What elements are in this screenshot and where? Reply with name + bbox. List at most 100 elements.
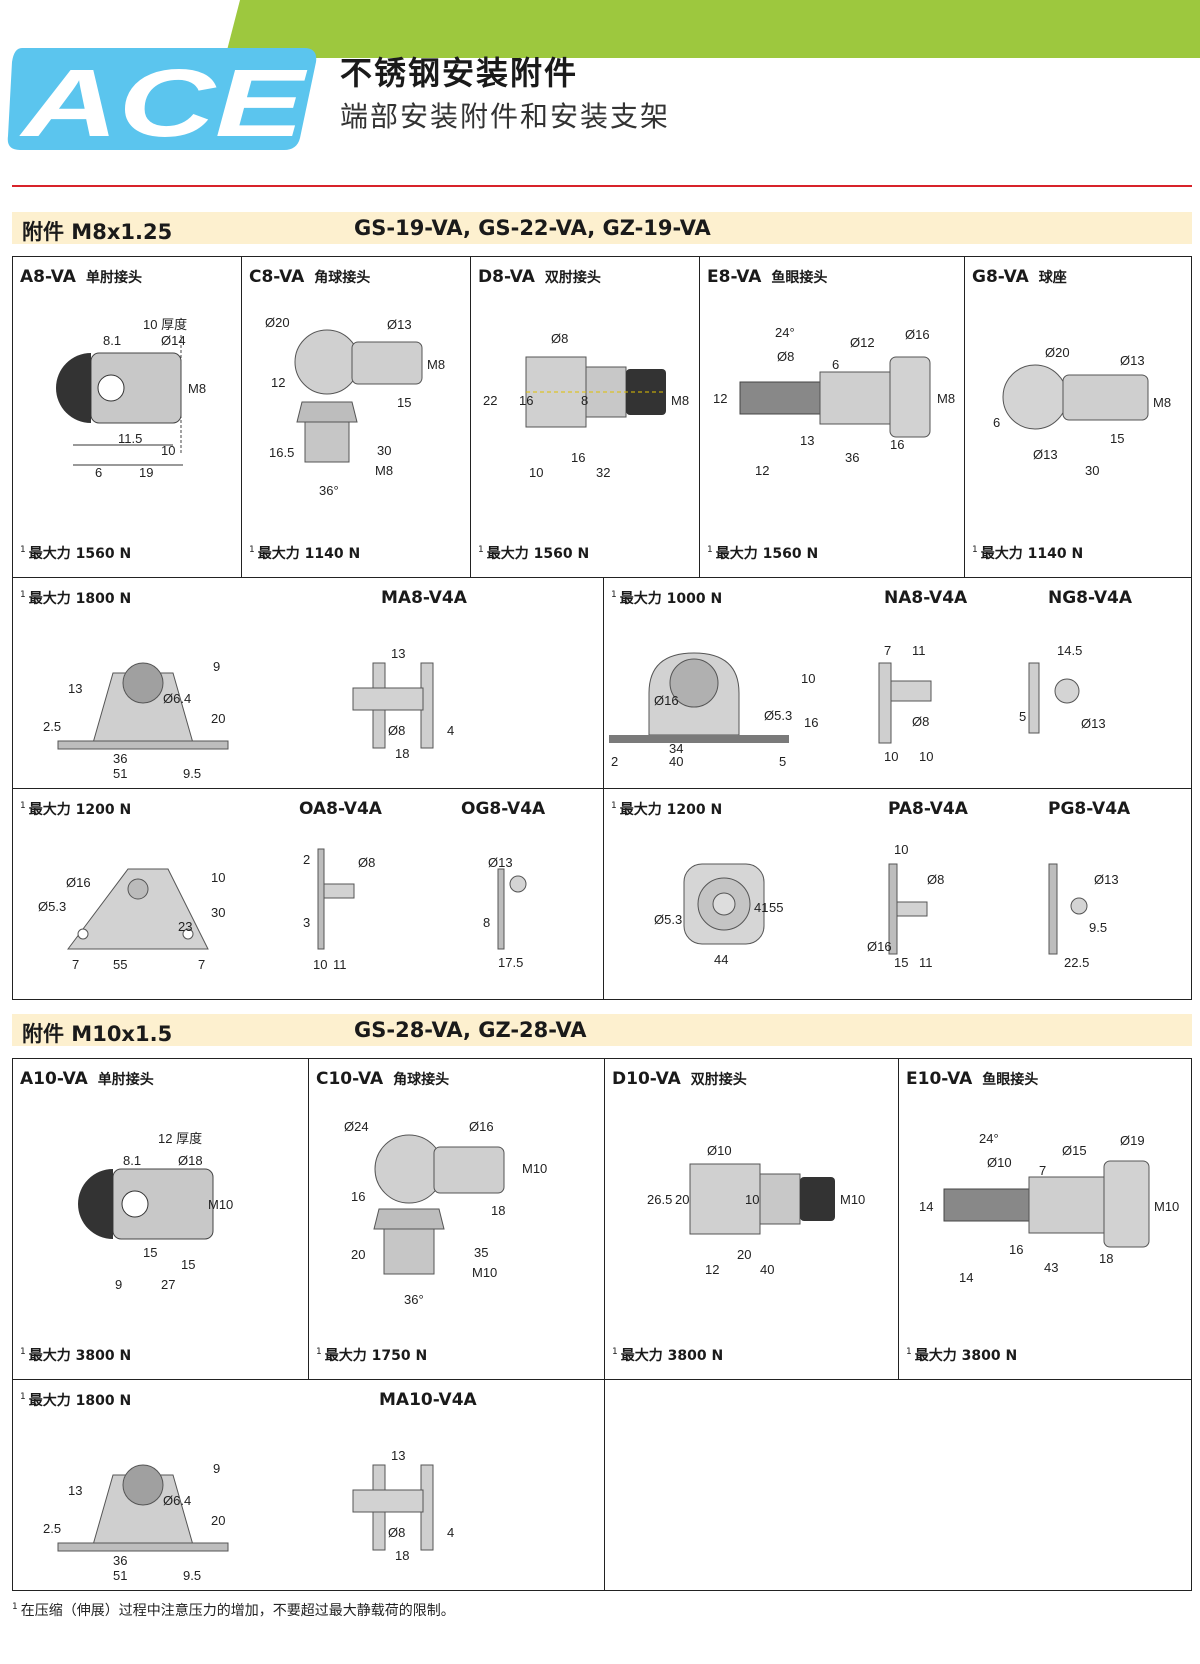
- svg-text:16: 16: [1009, 1242, 1023, 1257]
- svg-text:16: 16: [804, 715, 818, 730]
- svg-text:Ø16: Ø16: [905, 327, 930, 342]
- svg-text:51: 51: [113, 766, 127, 781]
- svg-text:3: 3: [303, 915, 310, 930]
- svg-text:55: 55: [769, 900, 783, 915]
- svg-text:13: 13: [68, 1483, 82, 1498]
- svg-text:16: 16: [571, 450, 585, 465]
- svg-text:7: 7: [884, 643, 891, 658]
- svg-text:51: 51: [113, 1568, 127, 1583]
- svg-text:7: 7: [198, 957, 205, 972]
- svg-text:9.5: 9.5: [183, 766, 201, 781]
- svg-text:20: 20: [211, 1513, 225, 1528]
- svg-text:2: 2: [303, 852, 310, 867]
- svg-text:23: 23: [178, 919, 192, 934]
- svg-text:10: 10: [894, 842, 908, 857]
- svg-text:6: 6: [832, 357, 839, 372]
- svg-text:9: 9: [115, 1277, 122, 1292]
- svg-text:20: 20: [737, 1247, 751, 1262]
- svg-text:35: 35: [474, 1245, 488, 1260]
- svg-text:Ø14: Ø14: [161, 333, 186, 348]
- svg-text:44: 44: [714, 952, 728, 967]
- svg-text:Ø10: Ø10: [707, 1143, 732, 1158]
- model-label: MA8-V4A: [381, 588, 467, 608]
- svg-text:M8: M8: [1153, 395, 1171, 410]
- svg-text:Ø12: Ø12: [850, 335, 875, 350]
- svg-text:12: 12: [713, 391, 727, 406]
- svg-text:10: 10: [161, 443, 175, 458]
- e8-va-drawing: 24° Ø12 Ø16 Ø8 6 12 M8 13 16 12 36: [713, 325, 955, 478]
- ma10-v4a-drawing: 9 13 Ø6.4 20 2.5 36 51 9.5 13 Ø8 4 18: [43, 1448, 454, 1583]
- svg-text:20: 20: [675, 1192, 689, 1207]
- svg-text:30: 30: [211, 905, 225, 920]
- svg-text:16: 16: [351, 1189, 365, 1204]
- svg-text:20: 20: [351, 1247, 365, 1262]
- oa8-og8-v4a-drawing: Ø16 10 Ø5.3 30 23 7 55 7 2 Ø8 3 10 11 Ø1…: [38, 848, 527, 972]
- svg-text:40: 40: [669, 754, 683, 769]
- d8-va-drawing: Ø8 22 16 8 M8 16 10 32: [483, 331, 689, 480]
- svg-text:Ø5.3: Ø5.3: [654, 912, 682, 927]
- svg-text:13: 13: [68, 681, 82, 696]
- svg-text:Ø13: Ø13: [1081, 716, 1106, 731]
- svg-text:Ø13: Ø13: [1094, 872, 1119, 887]
- svg-text:13: 13: [800, 433, 814, 448]
- svg-text:M8: M8: [937, 391, 955, 406]
- svg-text:36°: 36°: [404, 1292, 424, 1307]
- svg-text:24°: 24°: [979, 1131, 999, 1146]
- svg-text:15: 15: [894, 955, 908, 970]
- section-m10-accessory: 附件 M10x1.5: [22, 1022, 173, 1046]
- svg-text:7: 7: [72, 957, 79, 972]
- svg-text:18: 18: [491, 1203, 505, 1218]
- svg-text:10 厚度: 10 厚度: [143, 317, 187, 332]
- model-label: PA8-V4A: [888, 799, 968, 819]
- svg-text:Ø13: Ø13: [1120, 353, 1145, 368]
- svg-text:43: 43: [1044, 1260, 1058, 1275]
- svg-text:18: 18: [395, 746, 409, 761]
- svg-text:2.5: 2.5: [43, 719, 61, 734]
- header-divider: [12, 185, 1192, 187]
- svg-text:12: 12: [271, 375, 285, 390]
- svg-text:Ø20: Ø20: [1045, 345, 1070, 360]
- svg-text:7: 7: [1039, 1163, 1046, 1178]
- svg-text:Ø8: Ø8: [388, 1525, 405, 1540]
- model-label: PG8-V4A: [1048, 799, 1131, 819]
- svg-text:41: 41: [754, 900, 768, 915]
- svg-text:Ø24: Ø24: [344, 1119, 369, 1134]
- svg-text:Ø8: Ø8: [927, 872, 944, 887]
- g8-va-drawing: Ø20 Ø13 M8 6 15 Ø13 30: [993, 345, 1171, 478]
- svg-text:15: 15: [143, 1245, 157, 1260]
- model-label: NG8-V4A: [1048, 588, 1132, 608]
- ace-logo-text: ACE: [19, 50, 308, 154]
- svg-text:4: 4: [447, 723, 454, 738]
- svg-text:36: 36: [845, 450, 859, 465]
- svg-text:Ø5.3: Ø5.3: [764, 708, 792, 723]
- e10-va-drawing: 24° Ø15 Ø19 Ø10 7 14 M10 16 18 14 43: [919, 1131, 1179, 1285]
- model-label: NA8-V4A: [884, 588, 968, 608]
- svg-text:15: 15: [1110, 431, 1124, 446]
- svg-text:10: 10: [884, 749, 898, 764]
- svg-text:55: 55: [113, 957, 127, 972]
- pa8-pg8-v4a-drawing: 41 55 Ø5.3 44 10 Ø8 Ø16 15 11 Ø13 9.5 22…: [654, 842, 1119, 970]
- svg-text:M10: M10: [522, 1161, 547, 1176]
- svg-text:2.5: 2.5: [43, 1521, 61, 1536]
- svg-text:Ø8: Ø8: [777, 349, 794, 364]
- svg-text:11: 11: [919, 955, 933, 970]
